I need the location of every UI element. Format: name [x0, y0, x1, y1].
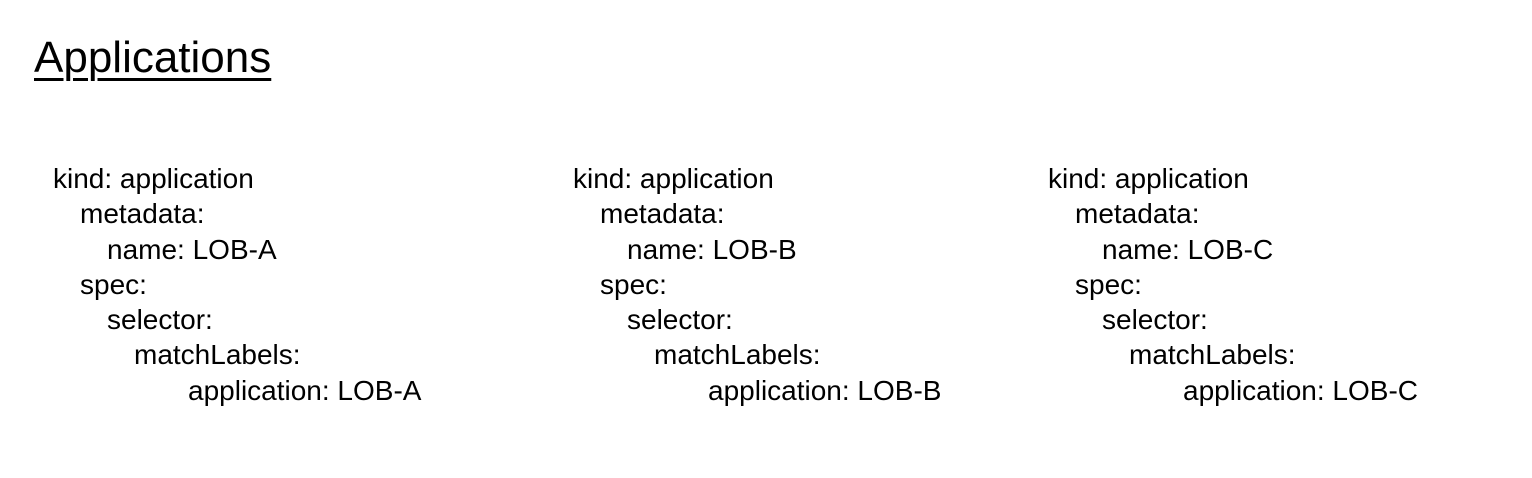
yaml-name-line: name: LOB-B — [627, 233, 797, 265]
yaml-kind-line: kind: application — [573, 163, 774, 194]
yaml-spec-line: spec: — [80, 268, 147, 300]
page-title: Applications — [34, 33, 272, 82]
yaml-name-line: name: LOB-A — [107, 233, 277, 265]
yaml-kind-line: kind: application — [53, 163, 254, 194]
yaml-selector-line: selector: — [1102, 304, 1208, 336]
application-yaml-block-lob-a: kind: application metadata: name: LOB-A … — [53, 161, 421, 408]
yaml-metadata-line: metadata: — [1075, 198, 1200, 230]
yaml-metadata-line: metadata: — [80, 198, 205, 230]
yaml-selector-line: selector: — [627, 304, 733, 336]
yaml-spec-line: spec: — [600, 268, 667, 300]
yaml-selector-line: selector: — [107, 304, 213, 336]
yaml-kind-line: kind: application — [1048, 163, 1249, 194]
yaml-application-label-line: application: LOB-B — [708, 374, 942, 406]
application-yaml-block-lob-c: kind: application metadata: name: LOB-C … — [1048, 161, 1418, 408]
application-yaml-block-lob-b: kind: application metadata: name: LOB-B … — [573, 161, 941, 408]
yaml-metadata-line: metadata: — [600, 198, 725, 230]
yaml-matchlabels-line: matchLabels: — [1129, 339, 1296, 371]
yaml-application-label-line: application: LOB-C — [1183, 374, 1419, 406]
yaml-matchlabels-line: matchLabels: — [654, 339, 821, 371]
yaml-name-line: name: LOB-C — [1102, 233, 1274, 265]
yaml-application-label-line: application: LOB-A — [188, 374, 422, 406]
yaml-matchlabels-line: matchLabels: — [134, 339, 301, 371]
yaml-spec-line: spec: — [1075, 268, 1142, 300]
